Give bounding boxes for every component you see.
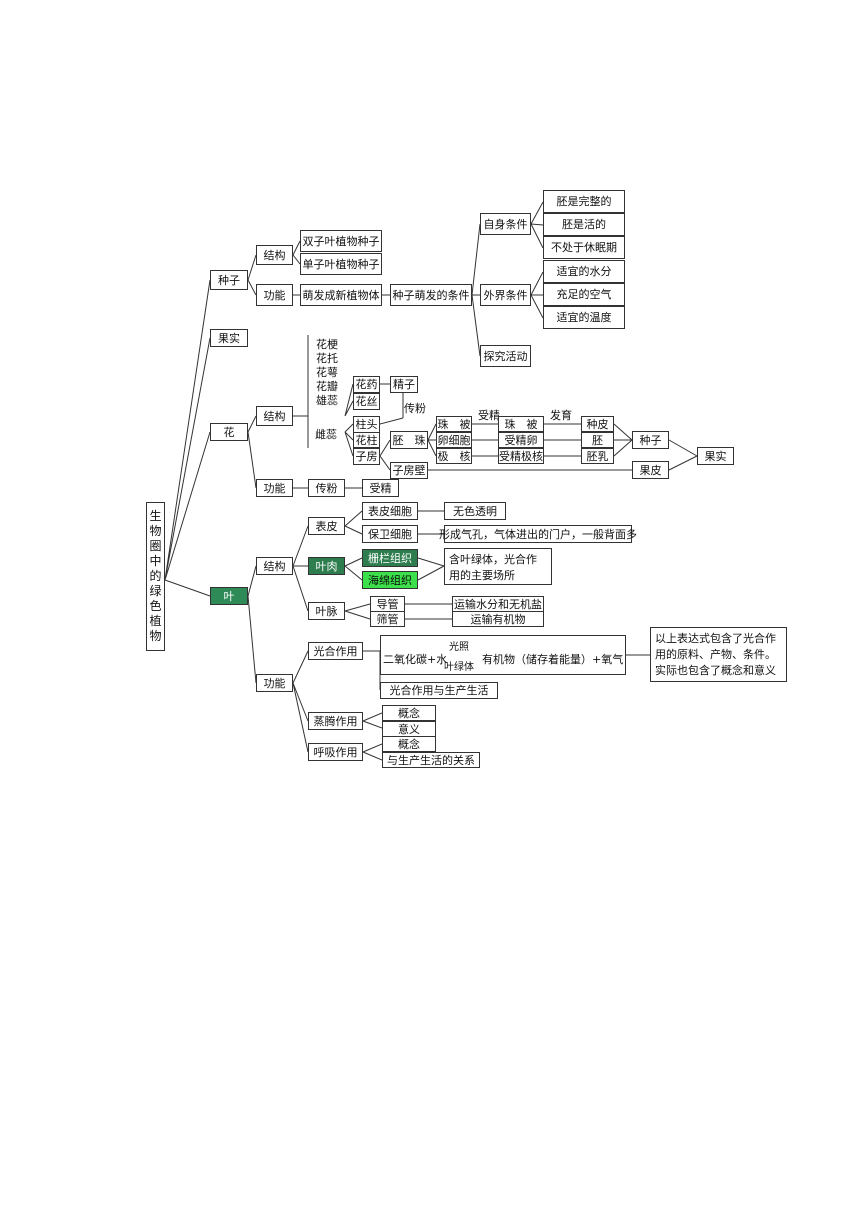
anther-node: 花药 [353,376,380,393]
root-char: 中 [149,554,162,568]
root-char: 绿 [149,584,162,598]
flower-part-3: 花萼 [316,366,338,379]
root-char: 生 [149,509,162,523]
vein-node: 叶脉 [308,602,345,620]
respiration-concept: 概念 [382,736,436,752]
polar-nuclei-node: 极 核 [436,448,472,464]
pericarp-node: 果皮 [632,461,669,479]
equation-condition-light: 光照 [449,642,469,653]
transpiration-concept: 概念 [382,705,436,721]
fertilize-node: 受精 [362,479,399,497]
pistil-label: 雌蕊 [315,428,337,441]
fruit-result-node: 果实 [697,447,734,465]
transpiration-node: 蒸腾作用 [308,712,363,730]
root-char: 植 [149,614,162,628]
root-char: 物 [149,629,162,643]
root-char: 色 [149,599,162,613]
respiration-relation: 与生产生活的关系 [382,752,480,768]
seed-result-node: 种子 [632,431,669,449]
equation-condition-chloroplast: 叶绿体 [444,662,474,673]
development-label: 发育 [550,409,572,422]
equation-note: 以上表达式包含了光合作用的原料、产物、条件。实际也包含了概念和意义 [650,627,787,682]
fertilization-label: 受精 [478,409,500,422]
zygote-node: 受精卵 [498,432,544,448]
fertilized-polar-node: 受精极核 [498,448,544,464]
stigma-node: 柱头 [353,416,380,433]
monocot-seed-node: 单子叶植物种子 [300,253,382,275]
epidermal-cell-node: 表皮细胞 [362,502,418,520]
photosynthesis-equation-box [380,635,626,675]
flower-part-2: 花托 [316,352,338,365]
seed-coat-node: 种皮 [581,416,614,432]
flower-structure-node: 结构 [256,406,293,426]
sperm-node: 精子 [390,376,418,393]
self-condition-3: 不处于休眠期 [543,236,625,259]
germination-node: 种子萌发的条件 [390,284,472,306]
epidermis-node: 表皮 [308,517,345,535]
root-char: 圈 [149,539,162,553]
vessel-node: 导管 [370,596,405,612]
filament-node: 花丝 [353,393,380,410]
embryo-node: 胚 [581,432,614,448]
external-conditions-node: 外界条件 [480,284,531,306]
guard-cell-desc: 形成气孔，气体进出的门户，一般背面多 [439,525,637,543]
photosynthesis-life-node: 光合作用与生产生活 [380,682,498,699]
flower-parts-list: 花梗 花托 花萼 花瓣 雄蕊 [312,334,342,412]
equation-reactants: 二氧化碳+水 [383,653,448,666]
style-node: 花柱 [353,432,380,448]
spongy-tissue-node: 海绵组织 [362,571,418,589]
epidermal-desc: 无色透明 [444,502,506,520]
sieve-tube-node: 筛管 [370,611,405,627]
ovary-wall-node: 子房壁 [390,462,428,479]
self-condition-2: 胚是活的 [543,213,625,236]
mesophyll-node: 叶肉 [308,557,345,575]
flower-part-5: 雄蕊 [316,394,338,407]
photosynthesis-node: 光合作用 [308,642,363,660]
self-conditions-node: 自身条件 [480,213,531,235]
pollination-node: 传粉 [308,479,345,497]
pollination-arrow-label: 传粉 [404,402,426,415]
flower-function-node: 功能 [256,479,293,497]
vessel-desc: 运输水分和无机盐 [452,596,544,612]
equation-products: 有机物（储存着能量）+氧气 [482,653,624,666]
integument-node: 珠 被 [436,416,472,432]
seed-function-desc: 萌发成新植物体 [300,284,382,306]
external-condition-2: 充足的空气 [543,283,625,306]
fruit-node: 果实 [210,329,248,347]
guard-cell-node: 保卫细胞 [362,525,418,543]
root-node: 生物圈中的绿色植物 [146,502,165,651]
flower-node: 花 [210,423,248,441]
mesophyll-desc: 含叶绿体，光合作用的主要场所 [444,548,552,585]
leaf-structure-node: 结构 [256,557,293,575]
palisade-tissue-node: 栅栏组织 [362,549,418,567]
egg-cell-node: 卵细胞 [436,432,472,448]
flower-part-1: 花梗 [316,338,338,351]
root-char: 物 [149,524,162,538]
leaf-node: 叶 [210,587,248,605]
flower-part-4: 花瓣 [316,380,338,393]
integument2-node: 珠 被 [498,416,544,432]
external-condition-1: 适宜的水分 [543,260,625,283]
endosperm-node: 胚乳 [581,448,614,464]
sieve-tube-desc: 运输有机物 [452,611,544,627]
external-condition-3: 适宜的温度 [543,306,625,329]
dicot-seed-node: 双子叶植物种子 [300,230,382,252]
inquiry-node: 探究活动 [480,345,531,367]
ovule-node: 胚 珠 [390,431,428,449]
ovary-node: 子房 [353,448,380,465]
seed-structure-node: 结构 [256,245,293,265]
transpiration-meaning: 意义 [382,721,436,737]
seed-function-node: 功能 [256,284,293,306]
leaf-function-node: 功能 [256,674,293,692]
self-condition-1: 胚是完整的 [543,190,625,213]
root-char: 的 [149,569,162,583]
seed-node: 种子 [210,270,248,290]
respiration-node: 呼吸作用 [308,743,363,761]
